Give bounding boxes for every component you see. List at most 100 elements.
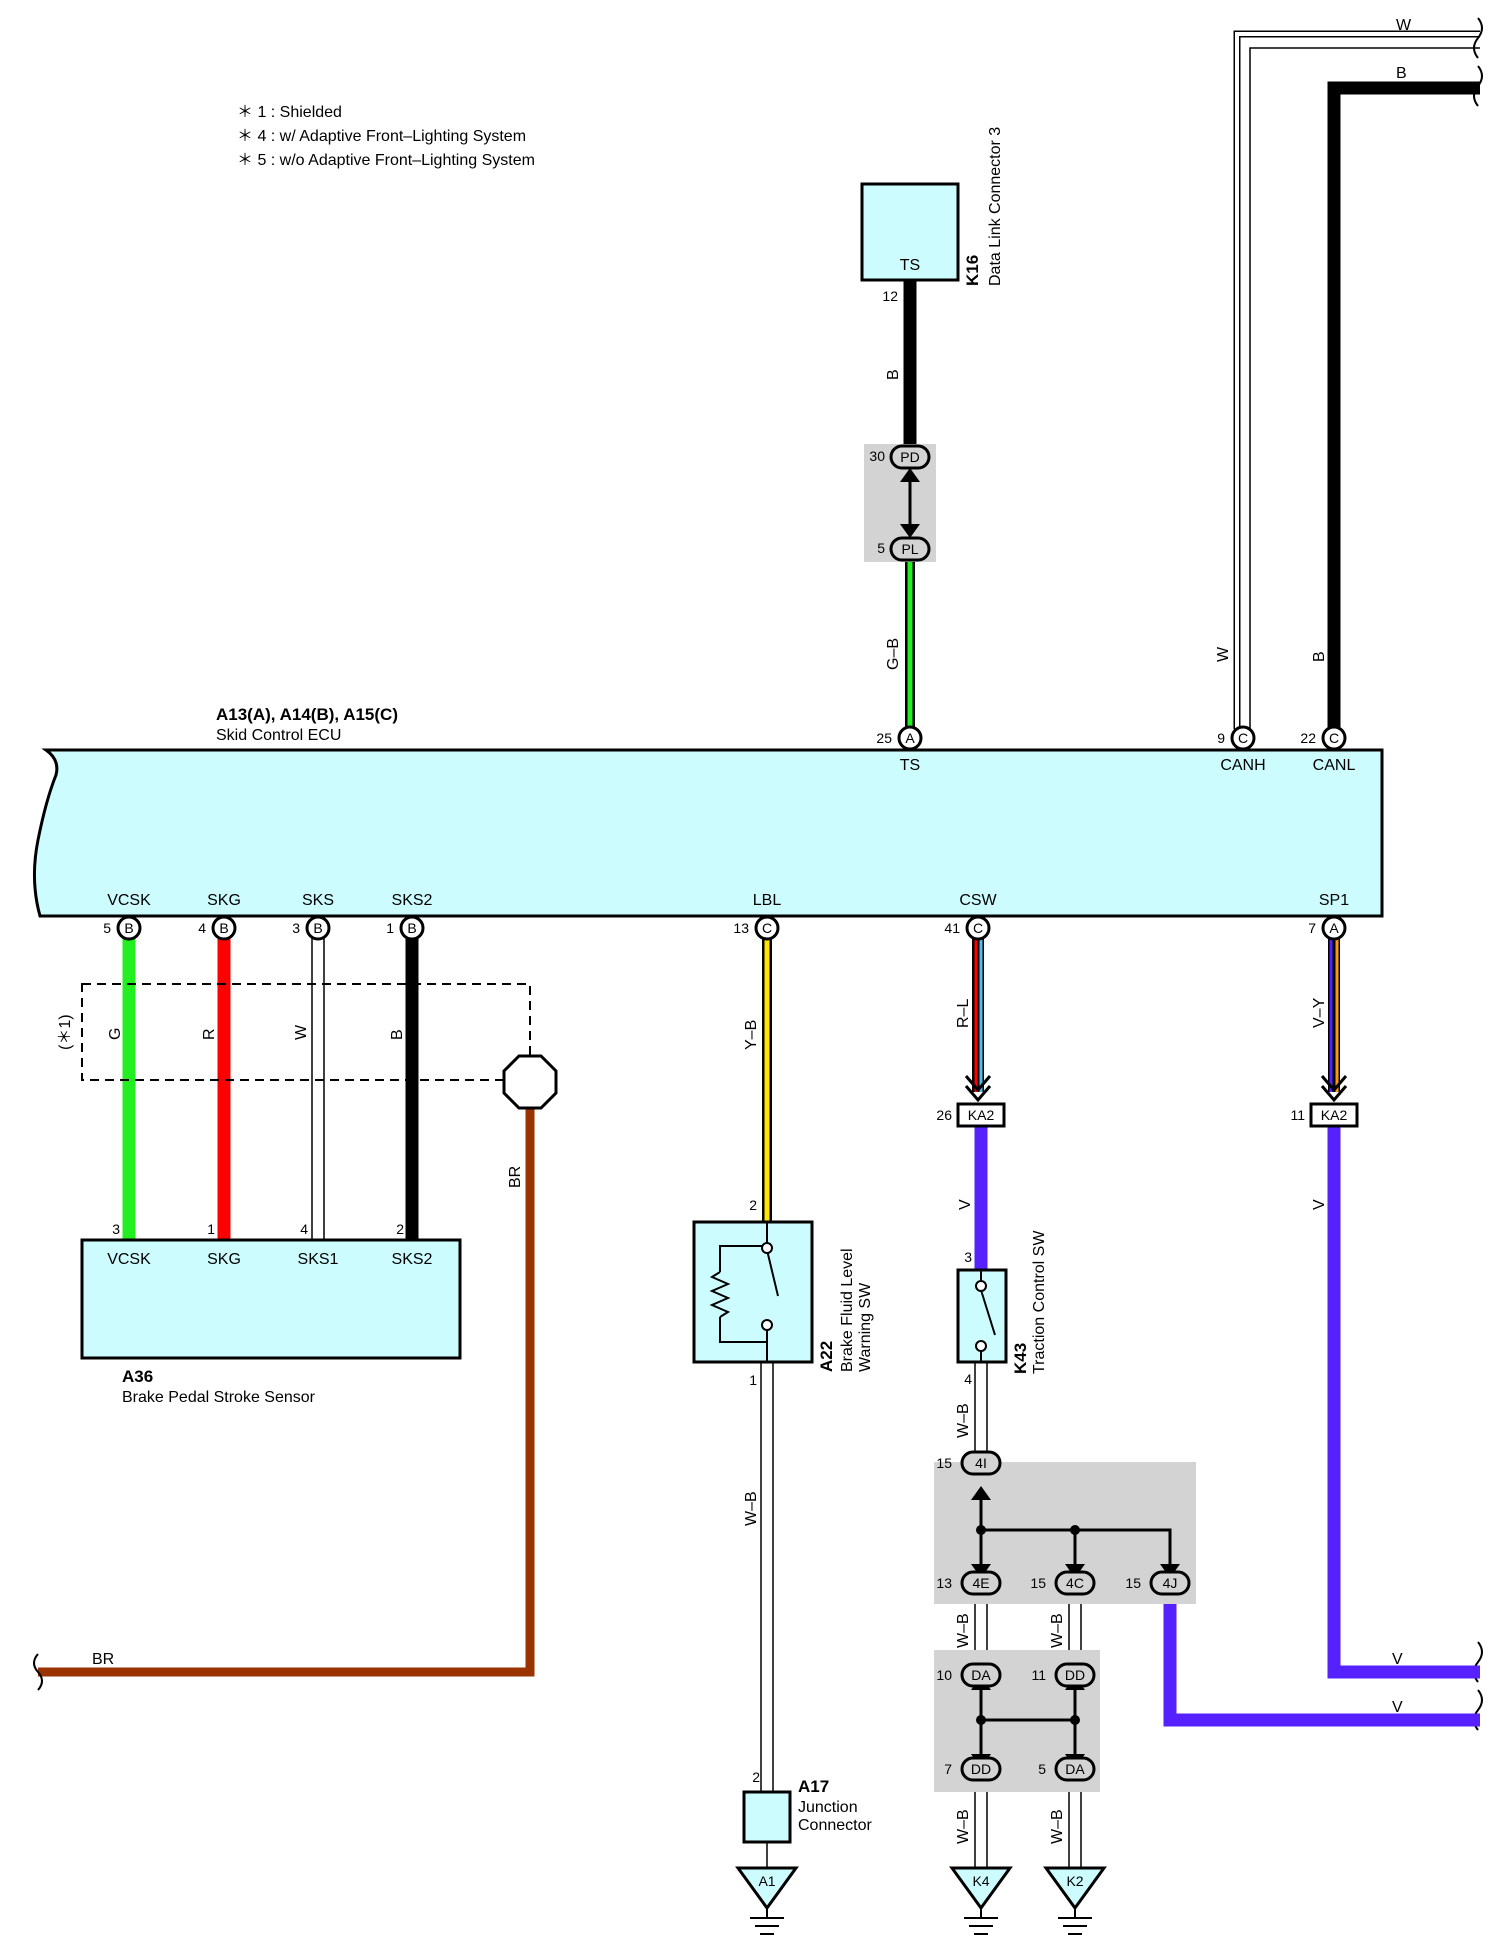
edge-label-br: BR	[92, 1651, 114, 1668]
shield-label: (＊1)	[57, 1014, 74, 1050]
ecu-pin-sp1: A 7 SP1	[1308, 892, 1349, 941]
wire-label-a22-wb: W–B	[743, 1491, 760, 1526]
svg-text:4J: 4J	[1163, 1575, 1178, 1591]
shield-box	[81, 983, 531, 1081]
wire-label-da-wb: W–B	[1049, 1809, 1066, 1844]
ecu-pin-sks: B 3 SKS	[292, 892, 334, 941]
traction-control-switch: 3 4 K43 Traction Control SW	[956, 1230, 1048, 1387]
ecu-code: A13(A), A14(B), A15(C)	[216, 705, 398, 724]
wire-label-canl: B	[1311, 651, 1328, 662]
svg-text:DA: DA	[1065, 1761, 1085, 1777]
svg-text:LBL: LBL	[753, 892, 782, 909]
traction-code: K43	[1011, 1343, 1030, 1374]
svg-text:4I: 4I	[975, 1455, 987, 1471]
svg-text:4E: 4E	[972, 1575, 989, 1591]
ecu-pin-canh: C 9 CANH	[1217, 725, 1266, 774]
svg-text:SKG: SKG	[207, 892, 241, 909]
wire-label-g: G	[107, 1028, 124, 1040]
svg-text:26: 26	[936, 1107, 952, 1123]
svg-text:11: 11	[1031, 1667, 1046, 1683]
dlc-code: K16	[963, 255, 982, 286]
wire-4j-v	[1163, 1604, 1480, 1727]
svg-text:25: 25	[876, 730, 892, 746]
ground-k4: K4	[949, 1866, 1013, 1935]
svg-text:SP1: SP1	[1319, 892, 1349, 909]
svg-text:13: 13	[936, 1575, 952, 1591]
svg-text:K2: K2	[1066, 1873, 1083, 1889]
svg-text:15: 15	[936, 1455, 952, 1471]
svg-text:15: 15	[1030, 1575, 1046, 1591]
svg-text:30: 30	[869, 448, 885, 464]
svg-text:3: 3	[964, 1249, 972, 1265]
left-edge-break	[33, 1653, 43, 1691]
svg-text:4: 4	[198, 920, 206, 936]
legend-line-3: ＊ 5 : w/o Adaptive Front–Lighting System	[237, 152, 535, 169]
svg-text:2: 2	[396, 1221, 404, 1237]
legend-line-1: ＊ 1 : Shielded	[237, 104, 342, 121]
ecu-pin-sks2: B 1 SKS2	[386, 892, 433, 941]
junction-4j: 4J 15	[1125, 1570, 1191, 1596]
brake-fluid-level-switch: 2 1 A22 Brake Fluid Level Warning SW	[692, 1197, 874, 1388]
edge-label-w: W	[1396, 17, 1412, 34]
svg-text:5: 5	[877, 540, 885, 556]
ecu-pin-ts: A 25 TS	[876, 725, 923, 774]
dlc-name: Data Link Connector 3	[987, 127, 1004, 286]
svg-text:2: 2	[752, 1769, 760, 1785]
ecu-name: Skid Control ECU	[216, 727, 341, 744]
svg-text:7: 7	[1308, 920, 1316, 936]
dlc-terminal-label: TS	[900, 257, 920, 274]
junction-da-bottom: DA 5	[1038, 1756, 1096, 1782]
wire-label-w: W	[293, 1024, 310, 1040]
wire-a22-wb	[760, 1362, 774, 1792]
svg-text:SKS: SKS	[302, 892, 334, 909]
wire-label-rl: R–L	[955, 999, 972, 1028]
svg-text:B: B	[124, 920, 133, 936]
svg-text:A: A	[1329, 920, 1339, 936]
junction-pd: PD 30	[869, 444, 931, 470]
svg-text:CSW: CSW	[959, 892, 997, 909]
svg-text:10: 10	[936, 1667, 952, 1683]
svg-text:2: 2	[749, 1197, 757, 1213]
svg-text:41: 41	[944, 920, 960, 936]
svg-text:SKG: SKG	[207, 1251, 241, 1268]
svg-text:7: 7	[944, 1761, 952, 1777]
svg-text:SKS1: SKS1	[298, 1251, 339, 1268]
svg-text:3: 3	[112, 1221, 120, 1237]
wire-label-ts-gb: G–B	[885, 638, 902, 670]
junction-dd-bottom: DD 7	[944, 1756, 1002, 1782]
svg-text:1: 1	[386, 920, 394, 936]
ecu-pin-canl: C 22 CANL	[1300, 725, 1355, 774]
svg-text:DD: DD	[1065, 1667, 1085, 1683]
svg-text:C: C	[1238, 730, 1248, 746]
legend-line-2: ＊ 4 : w/ Adaptive Front–Lighting System	[237, 128, 526, 145]
shield-ground-octagon	[502, 1054, 558, 1110]
sensor-name: Brake Pedal Stroke Sensor	[122, 1389, 316, 1406]
ecu-pin-skg: B 4 SKG	[198, 892, 241, 941]
wire-canh-w	[1233, 30, 1480, 729]
a17-code: A17	[798, 1777, 829, 1796]
skid-control-ecu: A13(A), A14(B), A15(C) Skid Control ECU	[32, 705, 1384, 918]
wire-label-vy: V–Y	[1311, 997, 1328, 1028]
svg-text:C: C	[973, 920, 983, 936]
connector-ka2-csw: KA2 26	[936, 1102, 1006, 1128]
dlc-pin: 12	[882, 288, 898, 304]
brake-fluid-name-1: Brake Fluid Level	[839, 1248, 856, 1372]
svg-text:A1: A1	[758, 1873, 775, 1889]
ecu-pin-lbl: C 13 LBL	[733, 892, 782, 941]
wire-k43-wb	[974, 1362, 988, 1462]
svg-text:4: 4	[300, 1221, 308, 1237]
brake-fluid-code: A22	[817, 1341, 836, 1372]
svg-text:4: 4	[964, 1371, 972, 1387]
edge-label-b: B	[1396, 65, 1407, 82]
svg-text:1: 1	[207, 1221, 215, 1237]
brake-pedal-stroke-sensor: 3 1 4 2 VCSK SKG SKS1 SKS2 A36 Brake Ped…	[80, 1221, 462, 1406]
wire-label-k43-wb: W–B	[955, 1403, 972, 1438]
svg-text:C: C	[762, 920, 772, 936]
wire-label-4e-wb: W–B	[955, 1613, 972, 1648]
wire-4e-4c-wb	[974, 1604, 1082, 1650]
traction-name: Traction Control SW	[1031, 1230, 1048, 1374]
wire-canl-b	[1327, 81, 1480, 729]
wire-label-dlc-b: B	[885, 369, 902, 380]
ground-a1: A1	[735, 1866, 799, 1935]
